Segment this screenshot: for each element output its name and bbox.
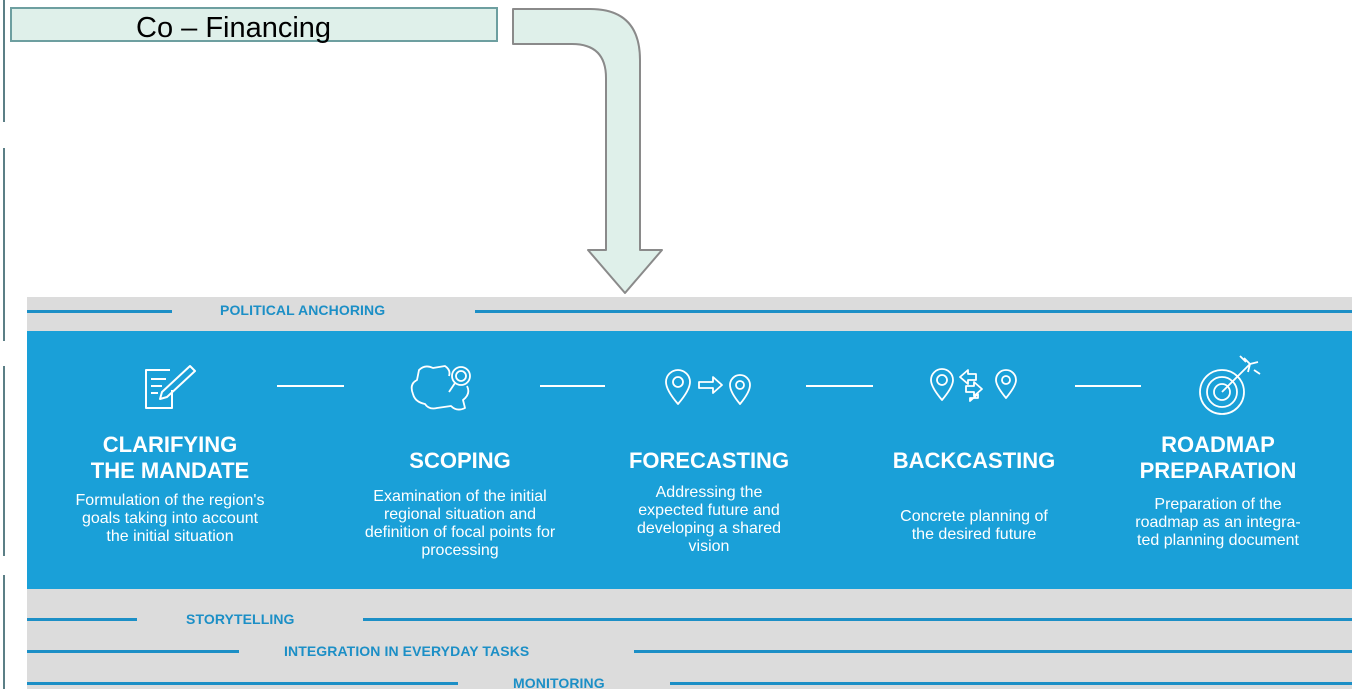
band-rule [27, 682, 458, 685]
bent-arrow [512, 8, 663, 294]
band-rule [27, 618, 137, 621]
left-edge-line [0, 366, 5, 556]
step-clarifying-mandate: CLARIFYING THE MANDATE Formulation of th… [28, 432, 312, 546]
political-anchoring-label: POLITICAL ANCHORING [220, 302, 386, 318]
step-description: Examination of the initial regional situ… [364, 488, 556, 559]
band-rule [634, 650, 1352, 653]
process-panel [27, 331, 1352, 589]
step-roadmap-preparation: ROADMAP PREPARATION Preparation of the r… [1083, 432, 1352, 550]
step-title: FORECASTING [628, 448, 790, 473]
integration-label: INTEGRATION IN EVERYDAY TASKS [284, 643, 530, 659]
step-title: SCOPING [409, 448, 511, 473]
step-forecasting: FORECASTING Addressing the expected futu… [567, 448, 851, 556]
step-description: Formulation of the region's goals taking… [75, 492, 265, 545]
band-rule [475, 310, 1352, 313]
step-description: Concrete planning of the desired future [900, 508, 1048, 543]
pin-arrow-pin-icon [665, 369, 751, 405]
step-connector [277, 385, 344, 387]
monitoring-label: MONITORING [513, 675, 605, 691]
political-anchoring-band [27, 297, 1352, 331]
band-rule [363, 618, 1352, 621]
step-title: BACKCASTING [892, 448, 1056, 473]
step-connector [1075, 385, 1141, 387]
target-arrow-icon [1199, 355, 1261, 415]
storytelling-label: STORYTELLING [186, 611, 295, 627]
band-rule [27, 650, 239, 653]
step-scoping: SCOPING Examination of the initial regio… [318, 448, 602, 560]
step-title: CLARIFYING THE MANDATE [90, 432, 250, 483]
pin-exchange-pin-icon [930, 368, 1017, 402]
notepad-pencil-icon [145, 365, 196, 409]
step-connector [540, 385, 605, 387]
step-connector [806, 385, 873, 387]
step-backcasting: BACKCASTING Concrete planning of the des… [832, 448, 1116, 544]
band-rule [27, 310, 172, 313]
cofinancing-label: Co – Financing [136, 12, 332, 44]
step-description: Preparation of the roadmap as an integra… [1135, 496, 1301, 549]
cofinancing-box: Co – Financing [10, 7, 498, 44]
step-title: ROADMAP PREPARATION [1139, 432, 1297, 483]
map-magnifier-icon [410, 365, 471, 411]
left-edge-line [0, 575, 5, 689]
band-rule [670, 682, 1352, 685]
left-edge-line [0, 0, 5, 122]
left-edge-line [0, 148, 5, 341]
bottom-bands [27, 589, 1352, 689]
step-description: Addressing the expected future and devel… [636, 484, 782, 555]
